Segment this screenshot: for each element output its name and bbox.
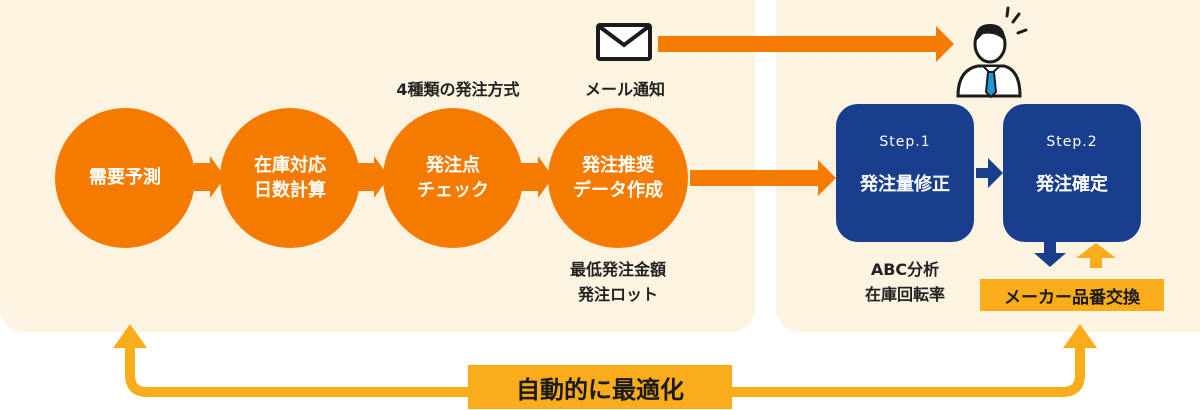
- step1-title: 発注量修正: [860, 174, 950, 195]
- maker-part-tag: メーカー品番交換: [980, 279, 1164, 311]
- step2-box: Step.2 発注確定: [1003, 104, 1141, 242]
- loop-arrowhead-right: [1063, 324, 1097, 348]
- step-circle-demand-forecast: 需要予測: [55, 108, 195, 248]
- mail-arrow: [658, 26, 954, 62]
- chevron-arrow-3: [521, 156, 553, 198]
- auto-optimize-tag: 自動的に最適化: [468, 365, 732, 409]
- envelope-icon: [596, 23, 652, 61]
- loop-arrowhead-left: [113, 324, 147, 348]
- step2-title: 発注確定: [1036, 174, 1108, 195]
- step2-number: Step.2: [1046, 134, 1098, 150]
- step1-box: Step.1 発注量修正: [836, 104, 974, 242]
- step-circle-inventory-days: 在庫対応 日数計算: [220, 108, 360, 248]
- step-circle-order-data: 発注推奨 データ作成: [548, 108, 688, 248]
- abc-label: ABC分析 在庫回転率: [864, 260, 945, 304]
- step1-number: Step.1: [879, 134, 931, 150]
- min-order-label: 最低発注金額 発注ロット: [569, 260, 666, 304]
- down-arrow: [1034, 242, 1066, 267]
- order-methods-label: 4種類の発注方式: [396, 80, 520, 99]
- chevron-arrow-2: [358, 156, 389, 198]
- up-arrow: [1076, 243, 1116, 268]
- person-icon: [956, 6, 1028, 99]
- step-arrow: [976, 158, 1003, 188]
- chevron-arrow-1: [194, 156, 225, 198]
- mail-notice-label: メール通知: [584, 80, 665, 99]
- long-arrow: [690, 160, 836, 196]
- step-circle-order-point: 発注点 チェック: [383, 108, 523, 248]
